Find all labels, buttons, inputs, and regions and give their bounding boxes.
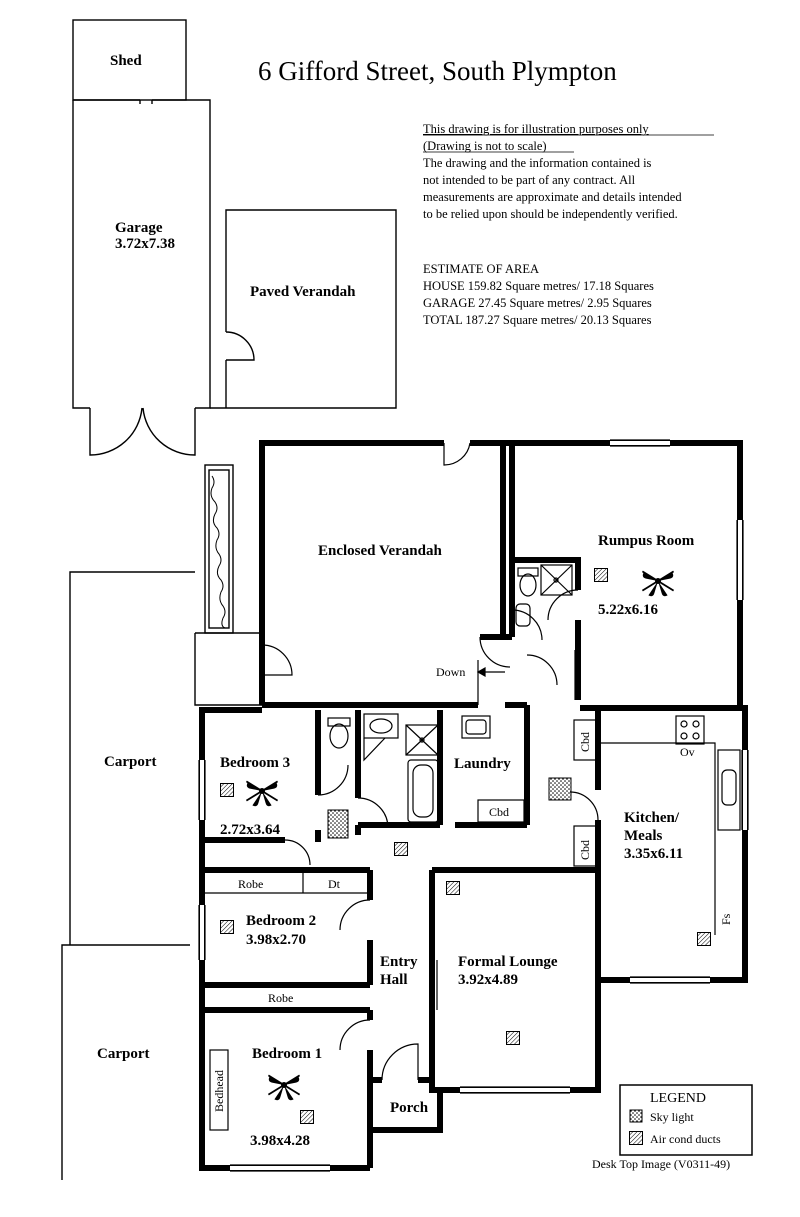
label-bedroom-1-size: 3.98x4.28 — [250, 1133, 310, 1149]
outbuildings — [61, 19, 397, 1180]
label-shed: Shed — [110, 53, 142, 69]
label-garage: Garage — [115, 220, 163, 236]
skylight-legend-icon — [629, 1109, 643, 1123]
aircon-duct-icon — [697, 932, 711, 946]
label-meals: Meals — [624, 828, 662, 844]
label-rumpus-room: Rumpus Room — [598, 533, 695, 549]
label-carport-top: Carport — [104, 754, 157, 770]
ceiling-fan-icon — [245, 780, 279, 808]
disclaimer-line: not intended to be part of any contract.… — [423, 173, 636, 187]
label-dt: Dt — [328, 877, 341, 891]
label-rumpus-size: 5.22x6.16 — [598, 602, 659, 618]
label-bedroom-2: Bedroom 2 — [246, 913, 316, 929]
label-enclosed-verandah: Enclosed Verandah — [318, 543, 442, 559]
label-cbd-upper: Cbd — [578, 732, 592, 752]
label-robe-top: Robe — [238, 877, 263, 891]
skylight-icon — [548, 777, 572, 801]
label-oven: Ov — [680, 745, 695, 759]
legend-title: LEGEND — [650, 1091, 706, 1106]
label-bedroom-3-size: 2.72x3.64 — [220, 822, 281, 838]
skylight-icon — [327, 809, 349, 839]
aircon-duct-icon — [220, 783, 234, 797]
label-hall: Hall — [380, 972, 408, 988]
label-bedroom-1: Bedroom 1 — [252, 1046, 322, 1062]
label-robe-bottom: Robe — [268, 991, 293, 1005]
disclaimer-line: This drawing is for illustration purpose… — [423, 122, 649, 136]
label-down: Down — [436, 665, 465, 679]
label-bedroom-3: Bedroom 3 — [220, 755, 290, 771]
disclaimer-line: measurements are approximate and details… — [423, 190, 682, 204]
footer-credit: Desk Top Image (V0311-49) — [592, 1157, 730, 1171]
label-bedroom-2-size: 3.98x2.70 — [246, 932, 306, 948]
label-cbd-laundry: Cbd — [489, 805, 509, 819]
area-total: TOTAL 187.27 Square metres/ 20.13 Square… — [423, 313, 652, 327]
area-estimate: ESTIMATE OF AREA HOUSE 159.82 Square met… — [423, 262, 654, 327]
label-kitchen-size: 3.35x6.11 — [624, 846, 683, 862]
label-entry: Entry — [380, 954, 418, 970]
aircon-legend-icon — [629, 1131, 643, 1145]
label-bedhead: Bedhead — [212, 1070, 226, 1112]
label-fridge-space: Fs — [719, 913, 733, 925]
legend-aircon: Air cond ducts — [650, 1132, 721, 1146]
aircon-duct-icon — [594, 568, 608, 582]
ceiling-fan-icon — [641, 570, 675, 598]
label-paved-verandah: Paved Verandah — [250, 284, 356, 300]
legend-skylight: Sky light — [650, 1110, 694, 1124]
area-house: HOUSE 159.82 Square metres/ 17.18 Square… — [423, 279, 654, 293]
area-heading: ESTIMATE OF AREA — [423, 262, 539, 276]
label-laundry: Laundry — [454, 756, 511, 772]
disclaimer-line: (Drawing is not to scale) — [423, 139, 547, 153]
house-details — [198, 439, 753, 1172]
label-carport-bottom: Carport — [97, 1046, 150, 1062]
area-garage: GARAGE 27.45 Square metres/ 2.95 Squares — [423, 296, 652, 310]
label-porch: Porch — [390, 1100, 429, 1116]
aircon-duct-icon — [300, 1110, 314, 1124]
legend: LEGEND Sky light Air cond ducts — [629, 1091, 721, 1146]
ceiling-fan-icon — [267, 1074, 301, 1102]
disclaimer-line: to be relied upon should be independentl… — [423, 207, 678, 221]
disclaimer-line: The drawing and the information containe… — [423, 156, 652, 170]
label-formal-lounge-size: 3.92x4.89 — [458, 972, 518, 988]
page-title: 6 Gifford Street, South Plympton — [258, 56, 617, 86]
label-garage-size: 3.72x7.38 — [115, 236, 175, 252]
label-cbd-lower: Cbd — [578, 840, 592, 860]
label-formal-lounge: Formal Lounge — [458, 954, 558, 970]
aircon-duct-icon — [394, 842, 408, 856]
aircon-duct-icon — [446, 881, 460, 895]
label-kitchen: Kitchen/ — [624, 810, 680, 826]
disclaimer: This drawing is for illustration purpose… — [423, 122, 714, 221]
aircon-duct-icon — [220, 920, 234, 934]
aircon-duct-icon — [506, 1031, 520, 1045]
